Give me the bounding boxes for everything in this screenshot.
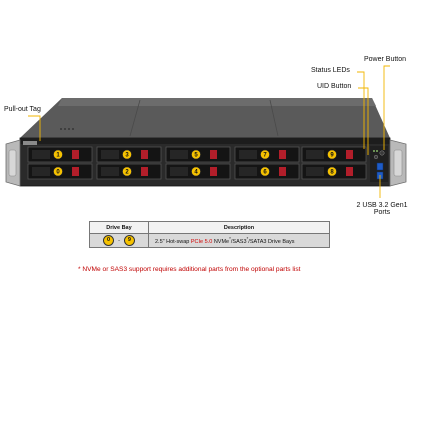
desc-part4: /SATA3 Drive Bays	[248, 238, 295, 245]
drive-bay-6[interactable]: 6	[234, 163, 300, 180]
drive-release-latch[interactable]	[72, 167, 79, 176]
drive-bay-number: 8	[330, 170, 334, 176]
drive-release-latch[interactable]	[210, 167, 217, 176]
table-header-row: Drive Bay Description	[89, 221, 330, 234]
uid-button-label: UID Button	[317, 83, 352, 90]
drive-bay-table: Drive Bay Description 0-9 2.5" Hot-swap …	[89, 221, 330, 248]
drive-vent	[239, 150, 257, 159]
drive-bay-badge	[191, 149, 201, 160]
drive-release-latch[interactable]	[346, 150, 353, 159]
drive-release-latch[interactable]	[346, 167, 353, 176]
pull-out-tag[interactable]	[23, 141, 37, 145]
drive-bay-badge	[53, 149, 63, 160]
drive-vent	[32, 167, 50, 176]
drive-vent	[170, 150, 188, 159]
desc-part3: /SAS3	[230, 238, 247, 245]
drive-vent	[306, 150, 324, 159]
drive-release-latch[interactable]	[72, 150, 79, 159]
drive-vent	[32, 150, 50, 159]
drive-release-latch[interactable]	[279, 167, 286, 176]
drive-bay-range-cell: 0-9	[89, 233, 149, 248]
drive-bay-badge	[122, 166, 132, 177]
drive-release-latch[interactable]	[210, 150, 217, 159]
drive-bay-badge	[260, 166, 270, 177]
drive-bay-badge	[191, 166, 201, 177]
drive-bay-badge	[327, 149, 337, 160]
drive-bay-9[interactable]: 9	[301, 146, 367, 163]
drive-bay-number: 4	[194, 170, 198, 176]
drive-release-latch[interactable]	[141, 150, 148, 159]
drive-bay-badge	[327, 166, 337, 177]
usb-port-1[interactable]	[376, 162, 384, 171]
drive-release-latch[interactable]	[279, 150, 286, 159]
drive-bay-0[interactable]: 0	[27, 163, 93, 180]
desc-sup2: *	[246, 236, 249, 242]
drive-bay-5[interactable]: 5	[165, 146, 231, 163]
drive-bay-number: 3	[125, 153, 129, 159]
drive-bay-number: 9	[330, 153, 334, 159]
drive-bay-3[interactable]: 3	[96, 146, 162, 163]
vent-holes	[60, 128, 74, 130]
drive-bay-badge	[53, 166, 63, 177]
chassis-top-cover	[20, 98, 390, 138]
uid-button[interactable]	[373, 154, 379, 160]
drive-bay-7[interactable]: 7	[234, 146, 300, 163]
desc-sup1: *	[229, 236, 231, 242]
drive-bay-badge	[122, 149, 132, 160]
drive-bay-4[interactable]: 4	[165, 163, 231, 180]
power-button-label: Power Button	[364, 56, 407, 63]
drive-bay-badge	[260, 149, 270, 160]
drive-bay-number: 2	[125, 170, 129, 176]
bay-badge-from: 0	[103, 235, 115, 246]
bay-badge-to: 9	[123, 235, 135, 246]
drive-vent	[239, 167, 257, 176]
table-header-description: Description	[148, 221, 330, 234]
drive-bay-description-cell: 2.5" Hot-swap PCIe 5.0 NVMe*/SAS3*/SATA3…	[148, 233, 330, 248]
drive-bay-number: 1	[56, 153, 60, 159]
drive-vent	[306, 167, 324, 176]
drive-bay-2[interactable]: 2	[96, 163, 162, 180]
chassis-top-highlight	[58, 98, 376, 106]
bay-range-separator: -	[118, 237, 120, 244]
drive-bay-number: 7	[263, 153, 267, 159]
drive-vent	[170, 167, 188, 176]
drive-bay-number: 0	[56, 170, 60, 176]
table-header-drive-bay: Drive Bay	[89, 221, 149, 234]
drive-bays-layer: 1 0 3 2 5 4 7 6 9 8	[27, 146, 367, 180]
status-leds-label: Status LEDs	[311, 67, 350, 74]
usb-ports-label: 2 USB 3.2 Gen1 Ports	[352, 202, 412, 216]
drive-vent	[101, 150, 119, 159]
drive-bay-number: 5	[194, 153, 198, 159]
footnote: * NVMe or SAS3 support requires addition…	[78, 266, 301, 273]
pull-out-tag-label: Pull-out Tag	[4, 106, 41, 113]
power-button[interactable]	[379, 150, 385, 156]
usb-ports-label-line1: 2 USB 3.2 Gen1	[356, 202, 408, 209]
usb-ports-label-line2: Ports	[373, 209, 391, 216]
desc-pcie: PCIe 5.0	[190, 238, 213, 245]
drive-vent	[101, 167, 119, 176]
drive-bay-8[interactable]: 8	[301, 163, 367, 180]
table-row: 0-9 2.5" Hot-swap PCIe 5.0 NVMe*/SAS3*/S…	[89, 233, 330, 248]
callout-lines	[28, 65, 390, 198]
drive-bay-number: 6	[263, 170, 267, 176]
desc-part1: 2.5" Hot-swap	[155, 238, 191, 245]
status-leds	[373, 150, 378, 152]
desc-part2: NVMe	[212, 238, 230, 245]
drive-release-latch[interactable]	[141, 167, 148, 176]
drive-bay-1[interactable]: 1	[27, 146, 93, 163]
